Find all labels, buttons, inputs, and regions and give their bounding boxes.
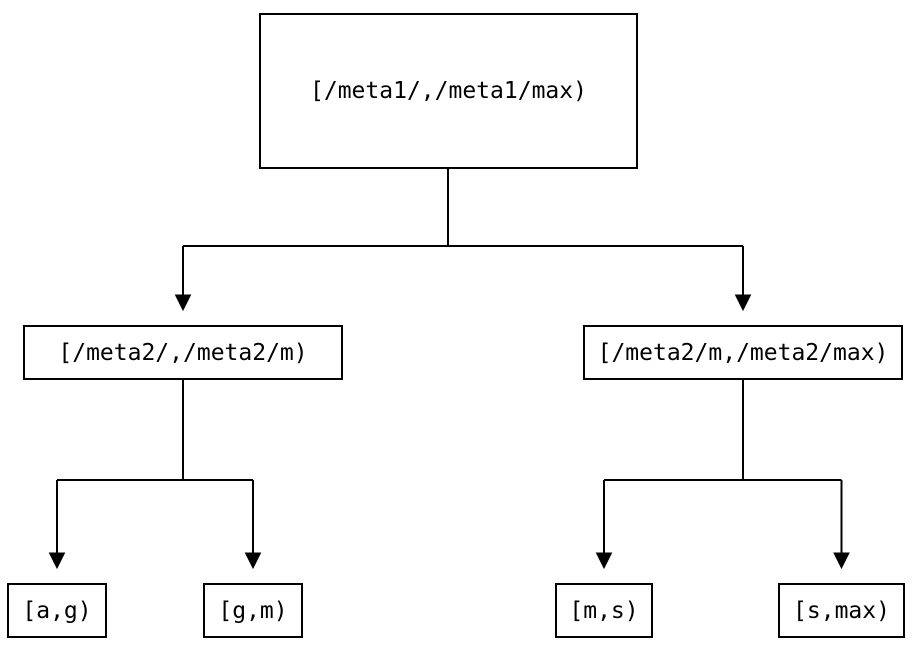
arrowhead-down-icon	[734, 294, 752, 312]
arrowhead-down-icon	[244, 552, 262, 570]
node-root-label: [/meta1/,/meta1/max)	[310, 78, 587, 104]
node-leaf-1-label: [a,g)	[22, 597, 92, 624]
node-root: [/meta1/,/meta1/max)	[259, 13, 638, 169]
arrowhead-down-icon	[48, 552, 66, 570]
arrowhead-down-icon	[833, 552, 850, 570]
arrowhead-down-icon	[595, 552, 613, 570]
arrowhead-down-icon	[174, 294, 192, 312]
node-right-child: [/meta2/m,/meta2/max)	[583, 325, 903, 380]
node-leaf-4-label: [s,max)	[793, 597, 890, 624]
node-leaf-2-label: [g,m)	[218, 597, 288, 624]
node-right-child-label: [/meta2/m,/meta2/max)	[597, 339, 889, 366]
node-leaf-1: [a,g)	[7, 583, 107, 638]
node-leaf-2: [g,m)	[203, 583, 303, 638]
node-leaf-3: [m,s)	[555, 583, 653, 638]
node-leaf-4: [s,max)	[778, 583, 905, 638]
node-left-child: [/meta2/,/meta2/m)	[23, 325, 343, 380]
node-leaf-3-label: [m,s)	[569, 597, 639, 624]
node-left-child-label: [/meta2/,/meta2/m)	[58, 339, 308, 366]
